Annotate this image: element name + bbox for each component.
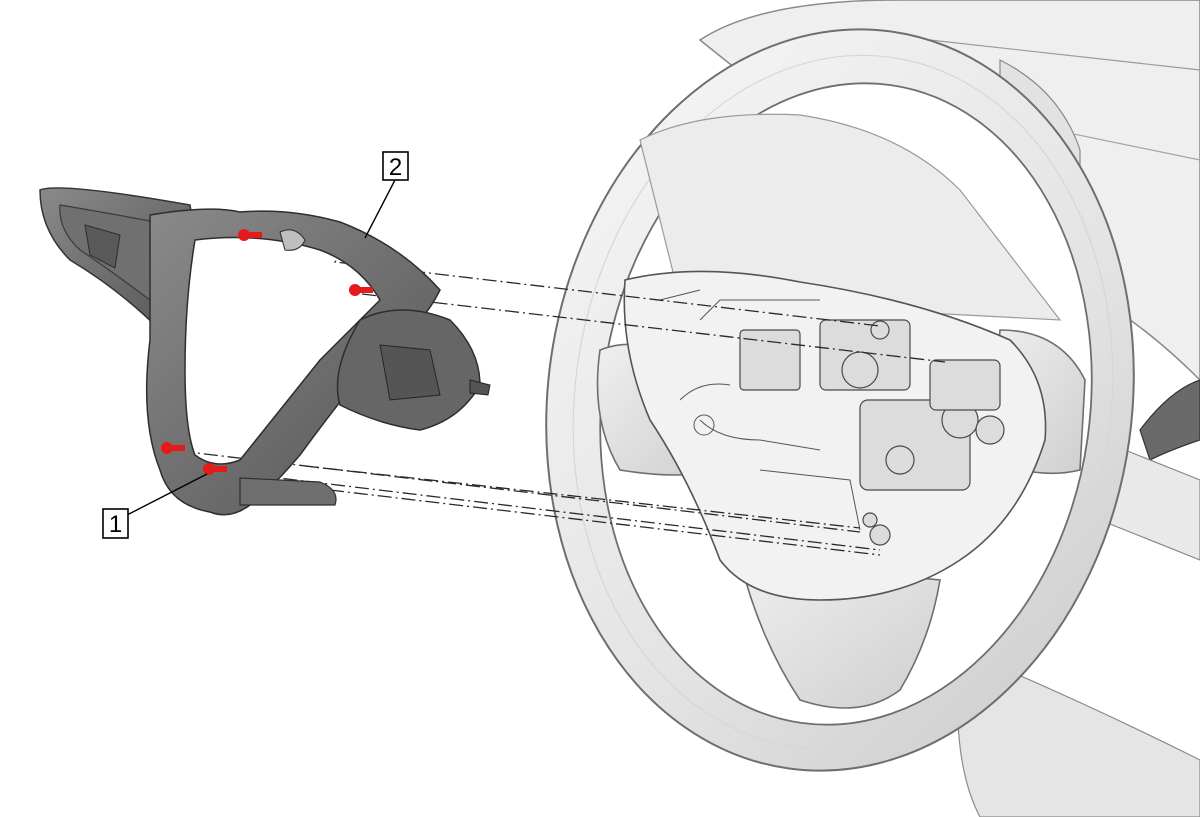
- screw-icon: [161, 442, 185, 454]
- callout-1-label: 1: [109, 511, 122, 538]
- callout-1: 1: [102, 473, 208, 539]
- screw-icon: [349, 284, 373, 296]
- steering-wheel: [545, 28, 1135, 772]
- callout-2-label: 2: [389, 154, 402, 181]
- callout-2: 2: [364, 151, 409, 239]
- screw-icon: [238, 229, 262, 241]
- bezel-screws: [161, 229, 373, 475]
- screw-icon: [203, 463, 227, 475]
- steering-wheel-bezel: [39, 187, 491, 516]
